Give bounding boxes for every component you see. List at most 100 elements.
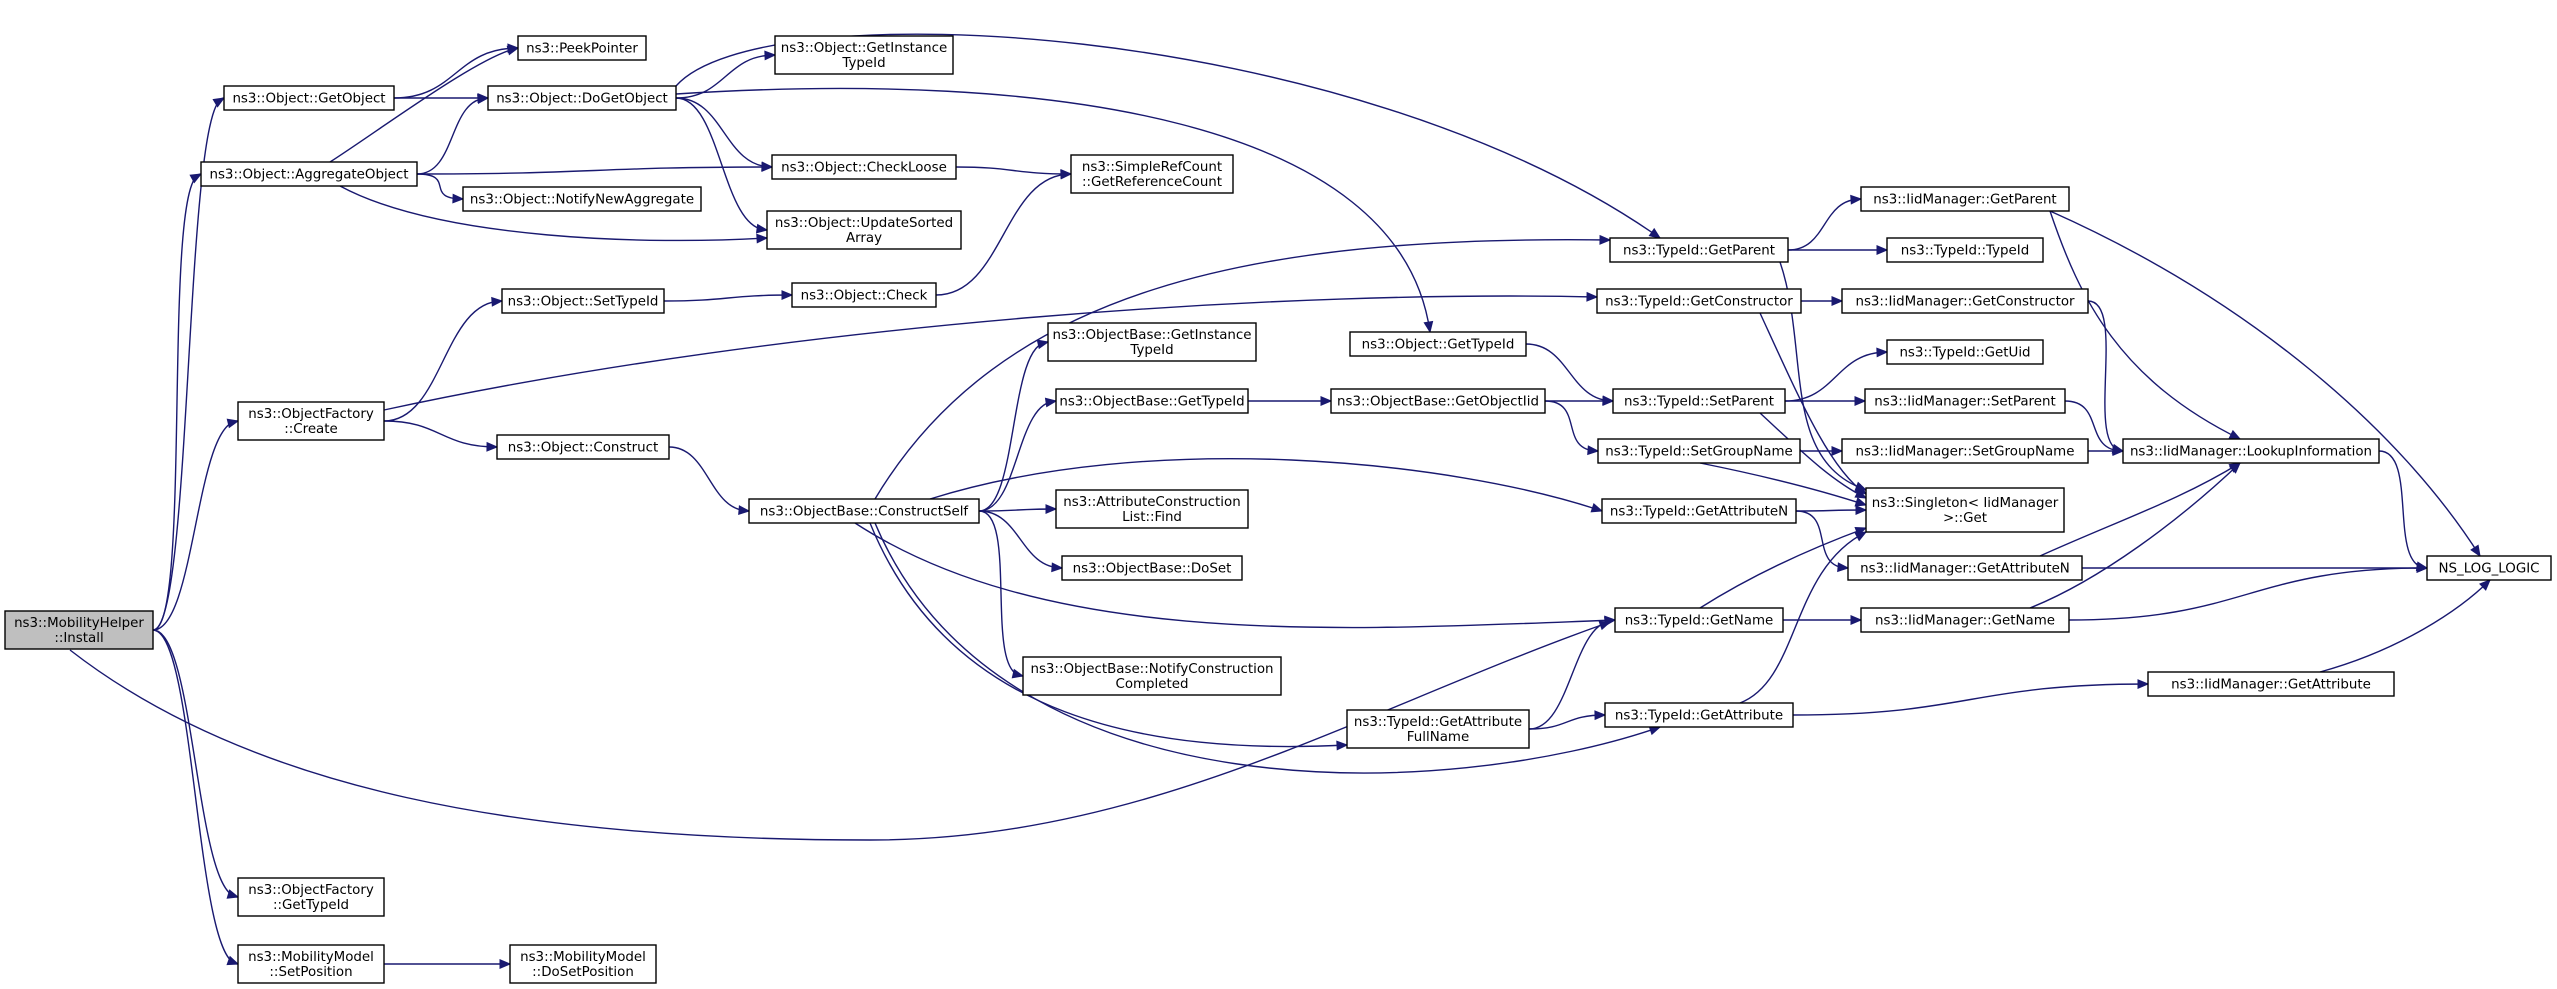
arrowhead <box>452 193 465 204</box>
node-box <box>1349 331 1527 357</box>
node-objectfactory-gettypeid[interactable]: ns3::ObjectFactory::GetTypeId <box>237 877 385 917</box>
node-simplerefcount-getreferencecount[interactable]: ns3::SimpleRefCount::GetReferenceCount <box>1070 154 1234 194</box>
edge-line <box>152 420 239 631</box>
node-objectbase-doset[interactable]: ns3::ObjectBase::DoSet <box>1061 555 1243 581</box>
node-objectbase-gettypeid[interactable]: ns3::ObjectBase::GetTypeId <box>1055 388 1249 414</box>
node-typeid-getuid[interactable]: ns3::TypeId::GetUid <box>1886 339 2044 365</box>
node-typeid-getconstructor[interactable]: ns3::TypeId::GetConstructor <box>1596 288 1802 314</box>
node-object-settypeid[interactable]: ns3::Object::SetTypeId <box>501 288 665 314</box>
node-box <box>1864 388 2066 414</box>
edge-line <box>675 97 768 231</box>
node-mobilitymodel-dosetposition[interactable]: ns3::MobilityModel::DoSetPosition <box>509 944 657 984</box>
node-object-aggregateobject[interactable]: ns3::Object::AggregateObject <box>200 161 418 187</box>
node-box <box>1860 607 2070 633</box>
edge-line <box>675 33 1661 239</box>
node-iidmanager-getparent[interactable]: ns3::IidManager::GetParent <box>1860 186 2070 212</box>
node-typeid-getname[interactable]: ns3::TypeId::GetName <box>1614 607 1784 633</box>
node-label: ns3::ObjectBase::GetInstance <box>1052 328 1251 343</box>
node-label: ns3::TypeId::GetParent <box>1623 244 1775 259</box>
node-singleton-get[interactable]: ns3::Singleton< IidManager >::Get <box>1865 487 2065 533</box>
edge-TypeId_GetParent-to-IidManager_GetParent <box>1787 194 1863 251</box>
node-label: ns3::MobilityModel <box>248 950 374 965</box>
edge-ObjectBase_ConstructSelf-to-AttributeConstructionList_Find <box>978 504 1058 514</box>
node-label: ns3::IidManager::GetParent <box>1873 193 2056 208</box>
edge-TypeId_GetAttributeFullName-to-TypeId_GetName <box>1528 616 1617 730</box>
edge-line <box>978 510 1024 677</box>
node-iidmanager-lookupinformation[interactable]: ns3::IidManager::LookupInformation <box>2122 438 2380 464</box>
edge-TypeId_GetParent-to-TypeId_TypeId <box>1787 245 1889 255</box>
edge-Object_DoGetObject-to-TypeId_GetParent <box>675 33 1662 239</box>
edge-line <box>1759 412 1867 499</box>
arrowhead <box>1854 488 1868 499</box>
node-box <box>774 35 954 75</box>
node-iidmanager-getconstructor[interactable]: ns3::IidManager::GetConstructor <box>1841 288 2089 314</box>
edge-line <box>152 173 202 631</box>
node-object-check[interactable]: ns3::Object::Check <box>791 282 937 308</box>
node-typeid-typeid[interactable]: ns3::TypeId::TypeId <box>1886 237 2044 263</box>
edge-line <box>2049 210 2241 440</box>
edge-line <box>874 239 1611 500</box>
arrowhead <box>738 505 751 516</box>
node-mobilitymodel-setposition[interactable]: ns3::MobilityModel::SetPosition <box>237 944 385 984</box>
edge-MobilityHelper_Install-to-Object_AggregateObject <box>152 173 203 631</box>
edge-line <box>152 629 239 898</box>
node-box <box>509 944 657 984</box>
edge-Object_AggregateObject-to-PeekPointer <box>329 45 520 163</box>
arrowhead <box>1648 227 1662 239</box>
node-typeid-getattribute[interactable]: ns3::TypeId::GetAttribute <box>1604 702 1794 728</box>
node-label: ns3::Object::AggregateObject <box>209 168 408 183</box>
node-typeid-setparent[interactable]: ns3::TypeId::SetParent <box>1612 388 1786 414</box>
node-typeid-getattributen[interactable]: ns3::TypeId::GetAttributeN <box>1601 498 1797 524</box>
edge-TypeId_GetAttribute-to-IidManager_GetAttribute <box>1792 679 2150 716</box>
node-typeid-setgroupname[interactable]: ns3::TypeId::SetGroupName <box>1597 438 1801 464</box>
arrowhead <box>1855 505 1868 515</box>
node-iidmanager-getattributen[interactable]: ns3::IidManager::GetAttributeN <box>1847 555 2083 581</box>
node-iidmanager-setgroupname[interactable]: ns3::IidManager::SetGroupName <box>1841 438 2089 464</box>
arrowhead <box>1044 397 1058 408</box>
node-box <box>1330 388 1546 414</box>
edge-MobilityModel_SetPosition-to-MobilityModel_DoSetPosition <box>384 959 512 969</box>
node-objectfactory-create[interactable]: ns3::ObjectFactory::Create <box>237 401 385 441</box>
node-label: ::Install <box>54 631 103 646</box>
node-box <box>1860 186 2070 212</box>
node-label: ns3::Object::CheckLoose <box>781 161 947 176</box>
node-objectbase-constructself[interactable]: ns3::ObjectBase::ConstructSelf <box>748 498 980 524</box>
node-label: ns3::Object::Construct <box>508 441 659 456</box>
edge-TypeId_GetAttributeN-to-IidManager_GetAttributeN <box>1795 510 1850 573</box>
node-label: NS_LOG_LOGIC <box>2438 562 2539 577</box>
arrowhead <box>2112 446 2125 456</box>
edge-line <box>1759 312 1867 495</box>
node-box <box>1346 709 1530 749</box>
arrowhead <box>2470 544 2481 558</box>
edge-MobilityHelper_Install-to-MobilityModel_SetPosition <box>152 629 240 966</box>
node-object-gettypeid[interactable]: ns3::Object::GetTypeId <box>1349 331 1527 357</box>
node-label: ns3::TypeId::GetName <box>1625 614 1774 629</box>
node-peekpointer[interactable]: ns3::PeekPointer <box>517 35 647 61</box>
node-objectbase-getobjectiid[interactable]: ns3::ObjectBase::GetObjectIid <box>1330 388 1546 414</box>
node-iidmanager-getname[interactable]: ns3::IidManager::GetName <box>1860 607 2070 633</box>
node-object-getobject[interactable]: ns3::Object::GetObject <box>223 85 395 111</box>
node-typeid-getparent[interactable]: ns3::TypeId::GetParent <box>1609 237 1789 263</box>
node-ns-log-logic[interactable]: NS_LOG_LOGIC <box>2426 555 2552 581</box>
edge-IidManager_GetAttribute-to-NS_LOG_LOGIC <box>2319 579 2491 673</box>
node-label: ns3::PeekPointer <box>526 42 638 57</box>
node-box <box>1886 339 2044 365</box>
node-mobilityhelper-install[interactable]: ns3::MobilityHelper::Install <box>4 610 154 650</box>
edge-Object_SetTypeId-to-Object_Check <box>663 290 794 302</box>
node-object-construct[interactable]: ns3::Object::Construct <box>496 434 670 460</box>
node-objectbase-notifyconstructioncompleted[interactable]: ns3::ObjectBase::NotifyConstructionCompl… <box>1022 656 1282 696</box>
edge-TypeId_GetAttributeN-to-Singleton_Get <box>1795 505 1868 515</box>
node-iidmanager-setparent[interactable]: ns3::IidManager::SetParent <box>1864 388 2066 414</box>
node-object-dogetobject[interactable]: ns3::Object::DoGetObject <box>487 85 677 111</box>
arrowhead <box>1320 396 1333 406</box>
node-iidmanager-getattribute[interactable]: ns3::IidManager::GetAttribute <box>2147 671 2395 697</box>
arrowhead <box>491 296 504 307</box>
node-label: ns3::ObjectBase::DoSet <box>1073 562 1232 577</box>
node-object-checkloose[interactable]: ns3::Object::CheckLoose <box>771 154 957 180</box>
node-object-notifynewaggregate[interactable]: ns3::Object::NotifyNewAggregate <box>462 186 702 212</box>
